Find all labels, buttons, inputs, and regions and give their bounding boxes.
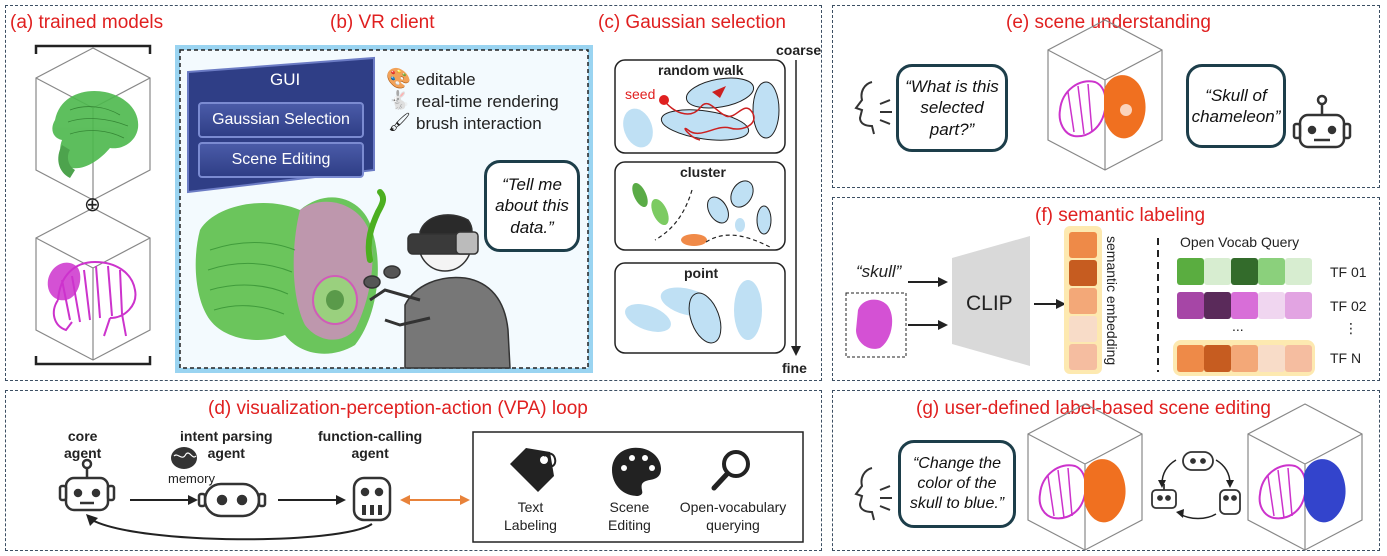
panel-e-title: (e) scene understanding [1006, 12, 1211, 33]
loop-back-arrow [91, 519, 373, 541]
edit-command-speech-bubble: “Change the color of the skull to blue.” [898, 440, 1016, 528]
vr-chameleon-model [195, 197, 378, 354]
brain-icon [171, 447, 197, 469]
skull-highlight-orange [1058, 75, 1146, 139]
gaussian-selection-button[interactable]: Gaussian Selection [198, 102, 364, 138]
core-agent-label: core agent [64, 428, 102, 461]
bracket-top [34, 44, 152, 54]
panel-c-title: (c) Gaussian selection [598, 12, 786, 33]
open-vocab-query-title: Open Vocab Query [1180, 234, 1300, 250]
memory-label: memory [168, 471, 215, 486]
panel-f-title: (f) semantic labeling [1035, 205, 1206, 226]
panel-g [832, 390, 1380, 551]
rows-vertical-ellipsis: ⋮ [1344, 320, 1358, 336]
panel-a-b-c [5, 5, 822, 381]
bracket-bottom [34, 356, 152, 366]
palette-icon-scene-editing [612, 447, 662, 496]
tool-open-vocabulary-querying: Open-vocabulary querying [679, 499, 787, 534]
green-model-texture [67, 106, 129, 139]
vr-user-speech-bubble: “Tell me about this data.” [484, 160, 580, 252]
robot-icon-intent [197, 482, 267, 518]
robot-icon-e [1292, 94, 1352, 149]
robot-icon-core [58, 458, 116, 512]
panel-f [832, 197, 1380, 381]
scene-editing-button[interactable]: Scene Editing [198, 142, 364, 178]
speaking-head-icon-g [854, 467, 892, 521]
cluster-gaussians [632, 180, 772, 246]
oplus-symbol: ⊕ [84, 194, 101, 216]
panel-e [832, 5, 1380, 188]
semantic-embedding-label: semantic embedding [1104, 236, 1120, 366]
tf01-label: TF 01 [1330, 264, 1367, 280]
question-speech-bubble: “What is this selected part?” [896, 64, 1008, 152]
panel-b-title: (b) VR client [330, 12, 435, 33]
green-chameleon-model [52, 90, 139, 178]
random-walk-path [663, 99, 755, 141]
speaking-head-icon-e [854, 81, 892, 135]
feature-realtime-rendering: real-time rendering [416, 92, 559, 111]
brush-stroke [365, 189, 387, 263]
label-seed: seed [625, 86, 656, 102]
agent-loop-robots [1151, 451, 1241, 515]
vr-user-figure [363, 214, 511, 369]
orange-skull-before [1038, 459, 1126, 523]
label-cluster: cluster [680, 164, 726, 180]
feature-brush-interaction: brush interaction [416, 114, 542, 133]
tag-icon [510, 448, 557, 492]
tool-scene-editing: Scene Editing [608, 499, 651, 534]
panel-d [5, 390, 822, 551]
brush-icon: 🖌 [388, 112, 411, 132]
rabbit-icon: 🐇 [388, 90, 411, 110]
tool-text-labeling: Text Labeling [504, 499, 557, 534]
clip-label: CLIP [966, 292, 1013, 315]
magenta-skull [47, 262, 81, 301]
magnifier-icon [711, 450, 750, 491]
skull-query-text: “skull” [856, 262, 902, 281]
panel-a-title: (a) trained models [10, 12, 164, 33]
axis-coarse: coarse [776, 42, 822, 58]
answer-speech-bubble: “Skull of chameleon” [1186, 64, 1286, 148]
label-point: point [684, 265, 719, 281]
cluster-divider [654, 189, 773, 249]
function-calling-agent-label: function-calling agent [318, 428, 423, 461]
rows-ellipsis: ... [1232, 318, 1244, 334]
cube-magenta-model [35, 207, 151, 361]
point-gaussians [625, 280, 762, 344]
blue-skull-after [1258, 459, 1346, 523]
semantic-embedding-cells [1069, 232, 1097, 370]
palette-icon: 🎨 [386, 68, 411, 90]
gui-header: GUI [270, 70, 301, 89]
axis-fine: fine [782, 360, 807, 376]
skull-thumbnail [856, 299, 893, 349]
seed-point [659, 95, 669, 105]
tfn-label: TF N [1330, 350, 1362, 366]
intent-parsing-agent-label: intent parsing agent [180, 428, 273, 461]
tf02-label: TF 02 [1330, 298, 1367, 314]
clip-encoder [952, 236, 1030, 366]
panel-d-title: (d) visualization-perception-action (VPA… [208, 398, 588, 419]
feature-editable: editable [416, 70, 476, 89]
robot-icon-function [352, 476, 392, 522]
label-random-walk: random walk [658, 62, 744, 78]
